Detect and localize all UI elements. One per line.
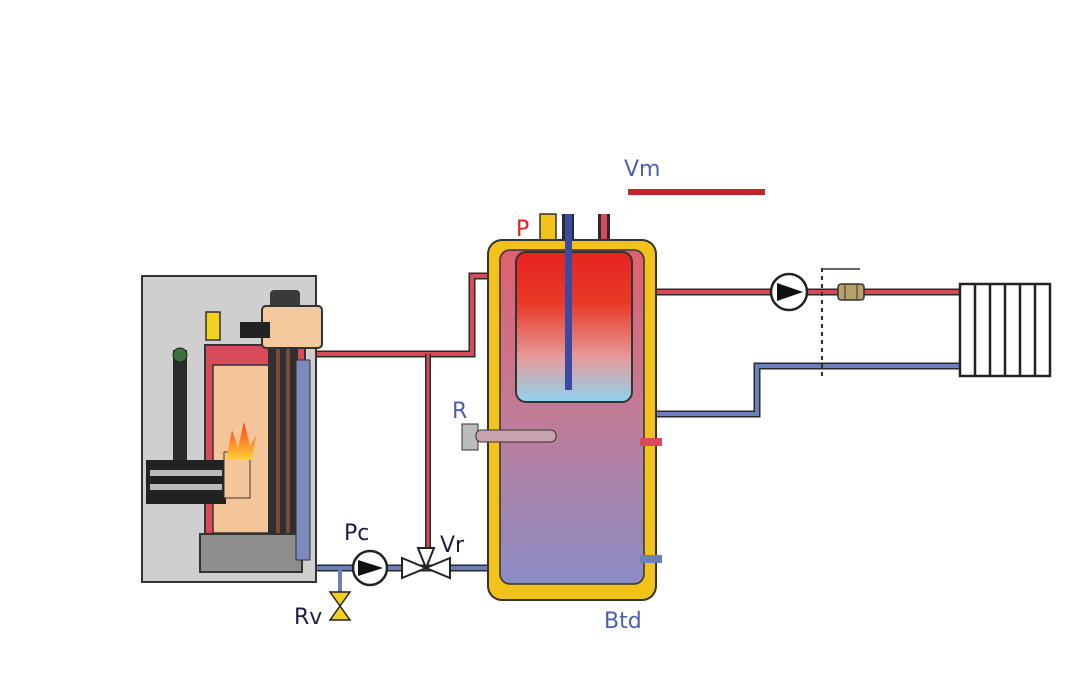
- pellet-boiler-icon: [141, 275, 323, 583]
- label-rv: Rv: [294, 605, 322, 630]
- pump-icon: [351, 549, 389, 587]
- three-way-valve-icon: [401, 547, 451, 580]
- radiator-icon: [958, 282, 1052, 378]
- filter-icon: [837, 283, 865, 301]
- buffer-tank-icon: [461, 213, 662, 601]
- pump-icon: [769, 272, 809, 312]
- label-vr: Vr: [440, 533, 465, 558]
- label-r: R: [452, 399, 467, 424]
- flame-icon: [226, 422, 256, 460]
- label-btd: Btd: [604, 609, 642, 634]
- label-pc: Pc: [344, 521, 369, 546]
- relief-valve-icon: [328, 591, 352, 621]
- hot-pipe-boiler-to-tank: [300, 272, 505, 358]
- label-p: P: [516, 217, 529, 242]
- tank-heat-exchanger: [515, 251, 633, 403]
- cold-pipe-radiator-return: [640, 364, 962, 416]
- label-vm: Vm: [624, 157, 660, 182]
